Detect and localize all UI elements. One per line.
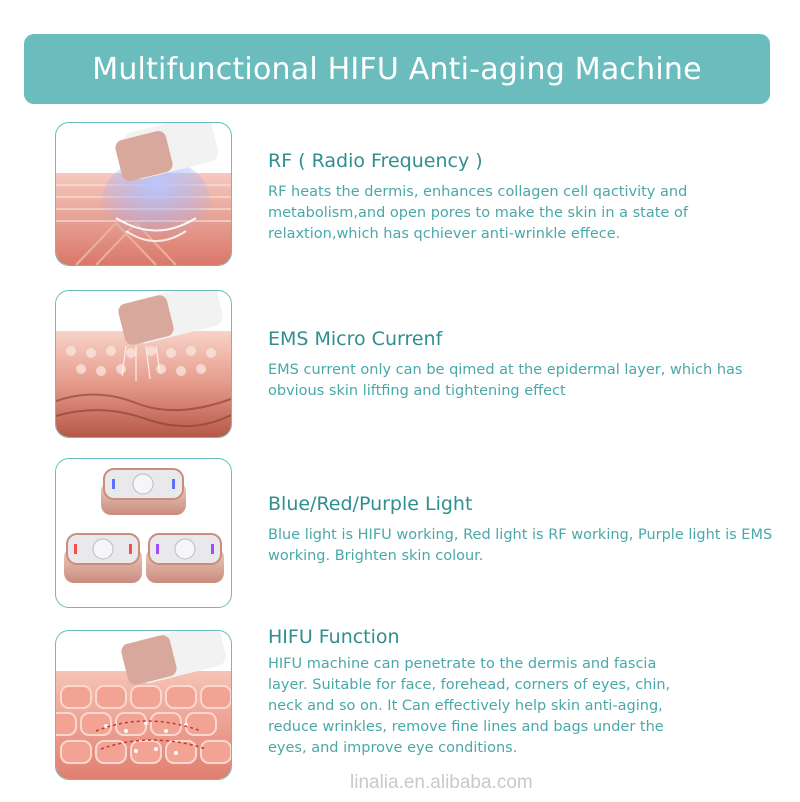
feature-title: Blue/Red/Purple Light (268, 493, 473, 515)
hifu-skin-cells-icon (56, 631, 231, 779)
feature-hifu: HIFU Function HIFU machine can penetrate… (268, 626, 778, 759)
feature-title: EMS Micro Currenf (268, 328, 443, 350)
feature-description: HIFU machine can penetrate to the dermis… (268, 656, 671, 756)
feature-description: RF heats the dermis, enhances collagen c… (268, 184, 688, 242)
feature-rf: RF ( Radio Frequency ) RF heats the derm… (268, 150, 778, 245)
page-title: Multifunctional HIFU Anti-aging Machine (92, 51, 702, 87)
rf-skin-layer-icon (56, 123, 231, 265)
feature-title: HIFU Function (268, 626, 400, 648)
feature-description: Blue light is HIFU working, Red light is… (268, 527, 773, 564)
ems-illustration (55, 290, 232, 438)
title-banner: Multifunctional HIFU Anti-aging Machine (24, 34, 770, 104)
feature-title: RF ( Radio Frequency ) (268, 150, 483, 172)
watermark: linalia.en.alibaba.com (350, 772, 533, 793)
light-illustration (55, 458, 232, 608)
device-heads-icon (64, 468, 224, 583)
hifu-illustration (55, 630, 232, 780)
ems-skin-layer-icon (56, 291, 231, 437)
feature-description: EMS current only can be qimed at the epi… (268, 362, 743, 399)
feature-ems: EMS Micro Currenf EMS current only can b… (268, 328, 778, 402)
feature-light: Blue/Red/Purple Light Blue light is HIFU… (268, 493, 778, 567)
rf-illustration (55, 122, 232, 266)
